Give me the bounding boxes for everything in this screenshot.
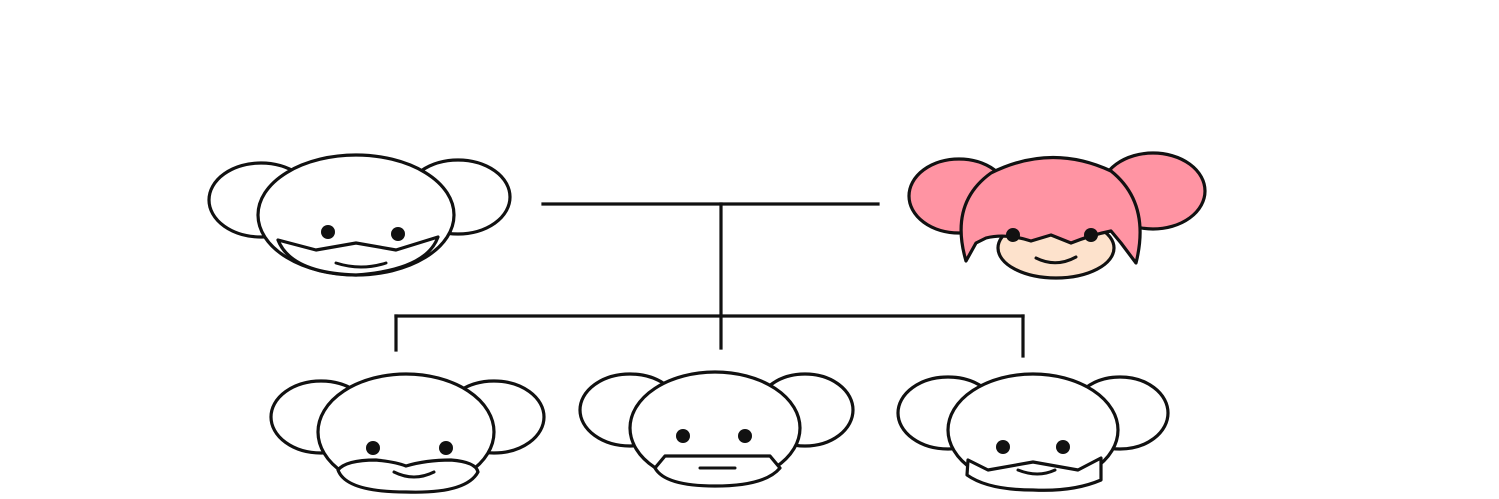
left-eye — [996, 440, 1010, 454]
left-eye — [676, 429, 690, 443]
right-eye — [439, 441, 453, 455]
left-eye — [366, 441, 380, 455]
child-2-face-icon — [578, 370, 855, 488]
child-3-face-icon — [896, 372, 1170, 492]
right-eye — [391, 227, 405, 241]
right-eye — [1056, 440, 1070, 454]
muzzle — [653, 454, 782, 488]
smile — [334, 261, 388, 269]
right-eye — [738, 429, 752, 443]
smile — [1034, 255, 1078, 265]
right-eye — [1084, 228, 1098, 242]
parent-right-face-icon — [907, 151, 1207, 280]
smile — [1016, 468, 1057, 476]
head — [959, 155, 1142, 265]
left-eye — [1006, 228, 1020, 242]
muzzle — [276, 235, 440, 277]
connectors — [394, 202, 1025, 358]
left-eye — [321, 225, 335, 239]
smile — [392, 470, 436, 479]
child-1-face-icon — [269, 372, 546, 494]
parent-left-face-icon — [207, 153, 512, 277]
